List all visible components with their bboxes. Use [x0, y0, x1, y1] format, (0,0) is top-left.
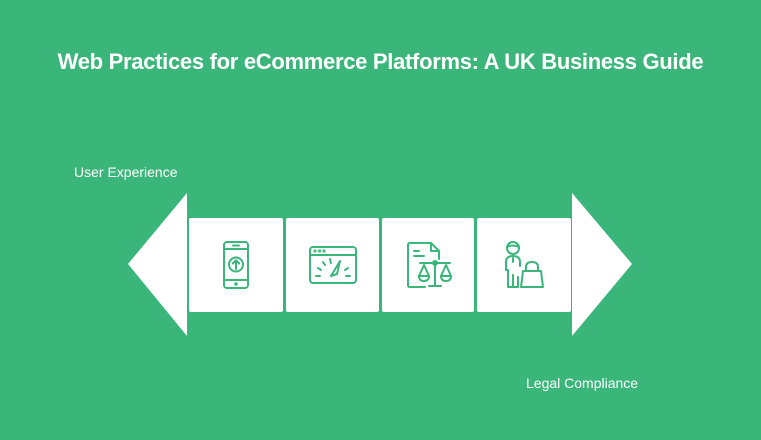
- left-arrowhead: [128, 193, 187, 336]
- browser-speedometer-icon: [308, 246, 357, 284]
- mobile-upload-icon: [223, 241, 249, 289]
- shopper-bag-icon: [505, 241, 544, 288]
- step-box-mobile: [189, 218, 283, 312]
- step-box-legal: [382, 218, 474, 312]
- left-axis-label: User Experience: [74, 164, 178, 180]
- right-arrowhead: [572, 193, 632, 336]
- step-box-shopper: [477, 218, 571, 312]
- step-box-speed: [286, 218, 379, 312]
- right-axis-label: Legal Compliance: [526, 375, 639, 391]
- document-legal-scales-icon: [407, 242, 452, 288]
- diagram-title: Web Practices for eCommerce Platforms: A…: [57, 49, 704, 74]
